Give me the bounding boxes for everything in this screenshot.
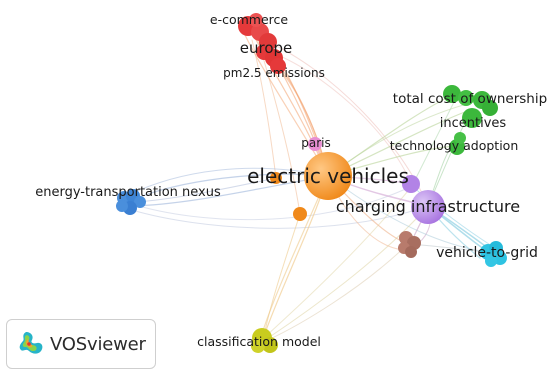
vosviewer-logo: VOSviewer [6, 319, 156, 369]
link [265, 185, 413, 337]
link [259, 175, 329, 341]
label-charging-infrastructure: charging infrastructure [336, 197, 520, 216]
label-vehicle-to-grid: vehicle-to-grid [436, 245, 538, 261]
node-yellow-2[interactable] [251, 339, 265, 353]
link [267, 205, 429, 339]
node-orange-small-2[interactable] [293, 207, 307, 221]
node-purple-small[interactable] [402, 175, 420, 193]
node-charging-infrastructure[interactable] [411, 190, 445, 224]
node-layer [116, 13, 507, 353]
vosviewer-logo-icon [19, 332, 43, 354]
link [131, 185, 413, 221]
node-blue-2[interactable] [134, 196, 146, 208]
label-energy-transportation-nexus: energy-transportation nexus [35, 185, 221, 200]
node-yellow-1[interactable] [262, 337, 278, 353]
link [411, 99, 456, 187]
node-green-4[interactable] [454, 132, 466, 144]
link [133, 177, 277, 203]
label-pm25-emissions: pm2.5 emissions [223, 66, 325, 80]
label-technology-adoption: technology adoption [390, 138, 519, 153]
node-brown-4[interactable] [405, 246, 417, 258]
link [129, 175, 329, 207]
link [327, 175, 487, 253]
label-electric-vehicles: electric vehicles [247, 164, 409, 188]
node-blue-4[interactable] [116, 200, 128, 212]
node-electric-vehicles[interactable] [304, 152, 352, 200]
label-paris: paris [301, 136, 331, 150]
node-incentives[interactable] [462, 108, 482, 128]
label-total-cost-of-ownership: total cost of ownership [393, 91, 547, 107]
label-incentives: incentives [440, 116, 507, 131]
node-paris[interactable] [308, 137, 322, 151]
link [269, 51, 413, 187]
label-classification-model: classification model [197, 334, 321, 349]
node-red-5[interactable] [249, 13, 263, 27]
link [267, 243, 409, 341]
node-green-1[interactable] [458, 90, 474, 106]
link [125, 167, 329, 197]
link [131, 205, 429, 229]
label-layer: e-commerce europe pm2.5 emissions total … [35, 12, 547, 349]
link [251, 39, 277, 179]
node-orange-small-1[interactable] [270, 172, 282, 184]
vosviewer-logo-text: VOSviewer [50, 333, 146, 355]
node-tco[interactable] [443, 85, 461, 103]
link [263, 213, 301, 337]
node-pm25-emissions[interactable] [270, 58, 286, 74]
node-green-3[interactable] [482, 100, 498, 116]
node-cyan-3[interactable] [485, 255, 497, 267]
label-ecommerce: e-commerce [210, 12, 289, 27]
link [131, 173, 329, 201]
label-europe: europe [240, 39, 293, 57]
